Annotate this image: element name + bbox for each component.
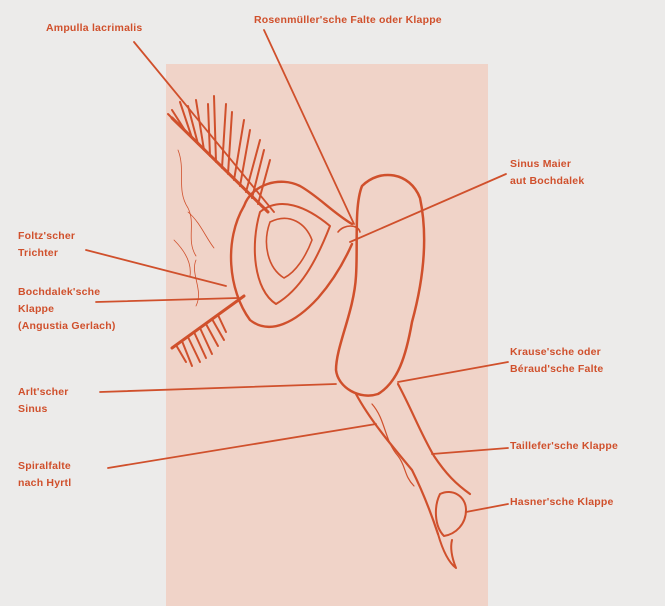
label-ampulla-lacrimalis: Ampulla lacrimalis: [46, 20, 142, 37]
background-panel: [166, 64, 488, 606]
label-taillefer-valve: Taillefer'sche Klappe: [510, 438, 618, 455]
label-hasner-valve: Hasner'sche Klappe: [510, 494, 614, 511]
label-rosenmueller-fold: Rosenmüller'sche Falte oder Klappe: [254, 12, 442, 29]
